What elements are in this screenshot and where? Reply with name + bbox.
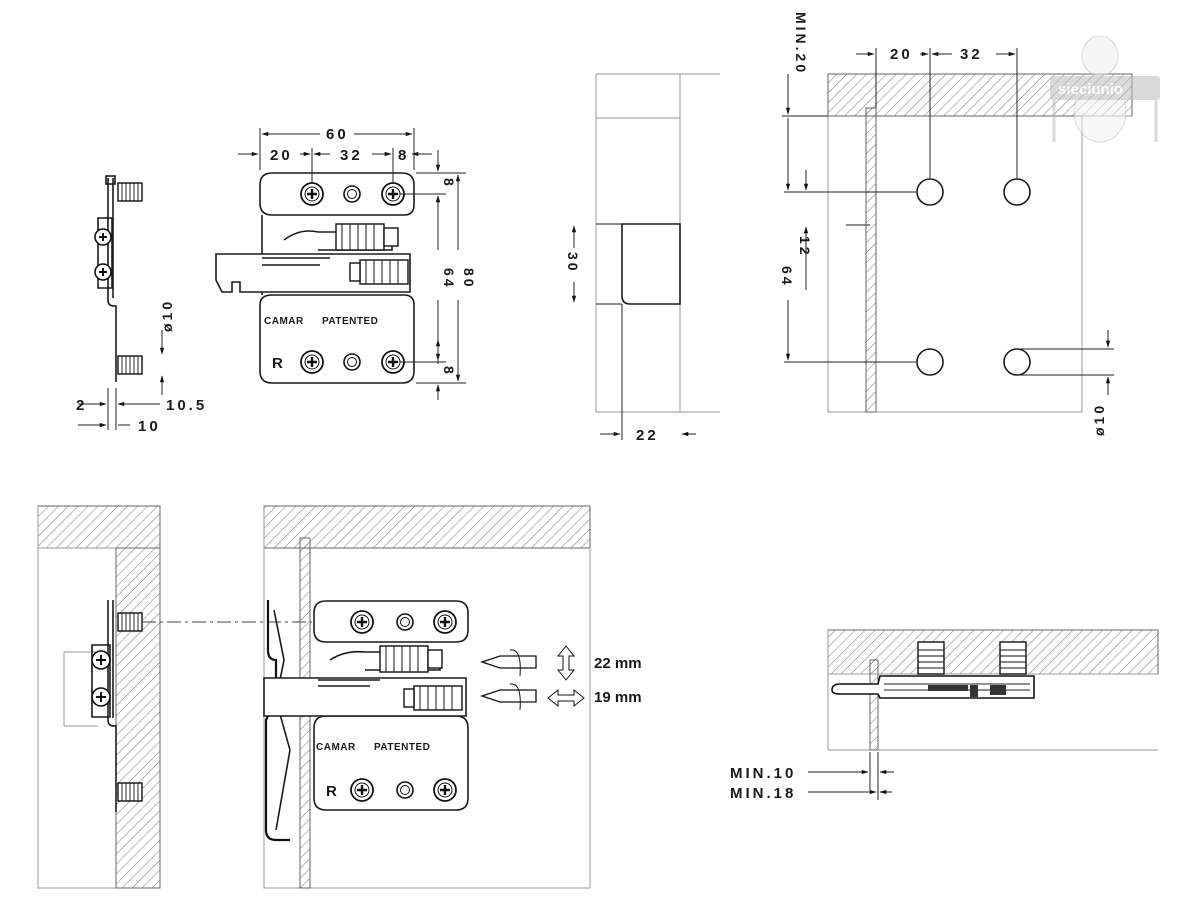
front-patented: PATENTED [322,316,378,327]
side-view: 2 10.5 10 ø10 [76,175,207,435]
front-dim-8: 8 [398,147,409,164]
panel-section-view: 30 22 [565,73,720,444]
installed-front-view: CAMAR PATENTED R 22 mm 19 mm [263,505,642,889]
drill-dim-dia10: ø10 [1091,403,1107,436]
drill-dim-12: 12 [797,236,813,258]
side-dim-10: 10 [138,418,161,435]
watermark-logo: sieciunio [1050,35,1160,143]
mounted-clearance-view: MIN.10 MIN.18 [730,629,1159,802]
drill-dim-min20: MIN.20 [793,12,809,75]
installed-side-view [37,505,312,889]
drilling-pattern-view: 20 32 MIN.20 64 12 ø10 [779,12,1133,436]
adjust-label-vertical: 22 mm [594,655,642,672]
vertical-arrow-icon [556,645,576,681]
drill-dim-32: 32 [960,46,983,63]
side-dim-2: 2 [76,397,87,414]
side-dim-dia10: ø10 [159,299,175,332]
horizontal-arrow-icon [547,688,585,708]
mounted-dim-min18: MIN.18 [730,785,796,802]
drill-dim-64: 64 [779,266,795,288]
screwdriver-icon [479,683,537,711]
installed-patented: PATENTED [374,742,430,753]
front-adjust-screw-top [335,223,399,251]
adjust-label-horizontal: 19 mm [594,689,642,706]
front-dim-80: 80 [461,268,477,290]
front-view: CAMAR PATENTED R 60 20 32 8 8 64 80 8 [215,126,477,400]
installed-brand: CAMAR [316,742,356,753]
installed-adjust-screw-bottom [403,685,463,711]
section-dim-22: 22 [636,427,659,444]
front-dim-8-top: 8 [441,178,457,189]
front-dim-20: 20 [270,147,293,164]
front-dim-60: 60 [326,126,349,143]
installed-side-mark: R [326,783,337,800]
installed-adjust-screw-top [379,645,443,673]
section-dim-30: 30 [565,252,581,274]
front-dim-32: 32 [340,147,363,164]
watermark-text: sieciunio [1058,81,1123,98]
screwdriver-icon [479,649,537,677]
drill-dim-20: 20 [890,46,913,63]
front-dim-64: 64 [441,268,457,290]
front-dim-8-bottom: 8 [441,366,457,377]
front-brand: CAMAR [264,316,304,327]
side-dim-10-5: 10.5 [166,397,207,414]
front-side-mark: R [272,355,283,372]
front-adjust-screw-bottom [349,259,409,285]
mounted-dim-min10: MIN.10 [730,765,796,782]
